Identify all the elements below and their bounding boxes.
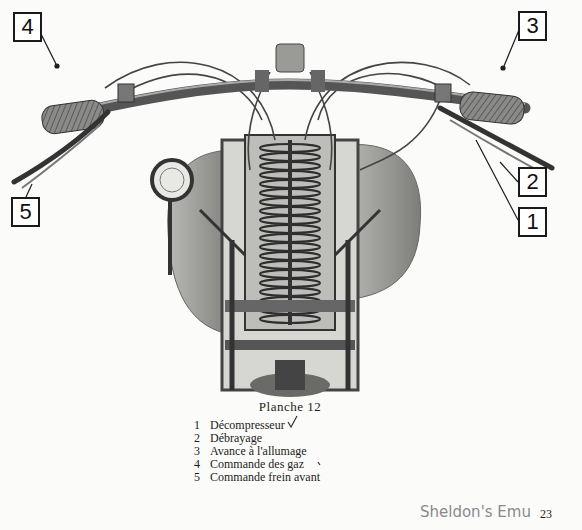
part-name: Avance à l'allumage	[210, 445, 307, 457]
callout-box: 1	[518, 207, 547, 237]
callout-box: 5	[11, 197, 40, 227]
callout-number: 5	[19, 201, 31, 223]
legend-number: 2	[194, 432, 200, 444]
figure-caption: Planche 12	[259, 400, 321, 413]
part-name: Commande des gaz	[210, 458, 304, 470]
callout-number: 1	[526, 211, 538, 233]
part-name: Commande frein avant	[210, 471, 320, 483]
legend-number: 4	[194, 458, 200, 470]
callout-box: 4	[13, 12, 42, 42]
watermark: Sheldon's Emu	[420, 505, 531, 520]
page-number: 23	[540, 508, 552, 520]
callout-box: 2	[518, 167, 547, 197]
legend-number: 5	[194, 471, 200, 483]
callout-number: 3	[526, 15, 538, 37]
callout-number: 4	[21, 16, 33, 38]
callout-number: 2	[526, 171, 538, 193]
legend-number: 3	[194, 445, 200, 457]
legend-number: 1	[194, 419, 200, 431]
part-name: Décompresseur	[210, 419, 285, 431]
part-name: Débrayage	[210, 432, 262, 444]
callout-box: 3	[518, 11, 547, 41]
